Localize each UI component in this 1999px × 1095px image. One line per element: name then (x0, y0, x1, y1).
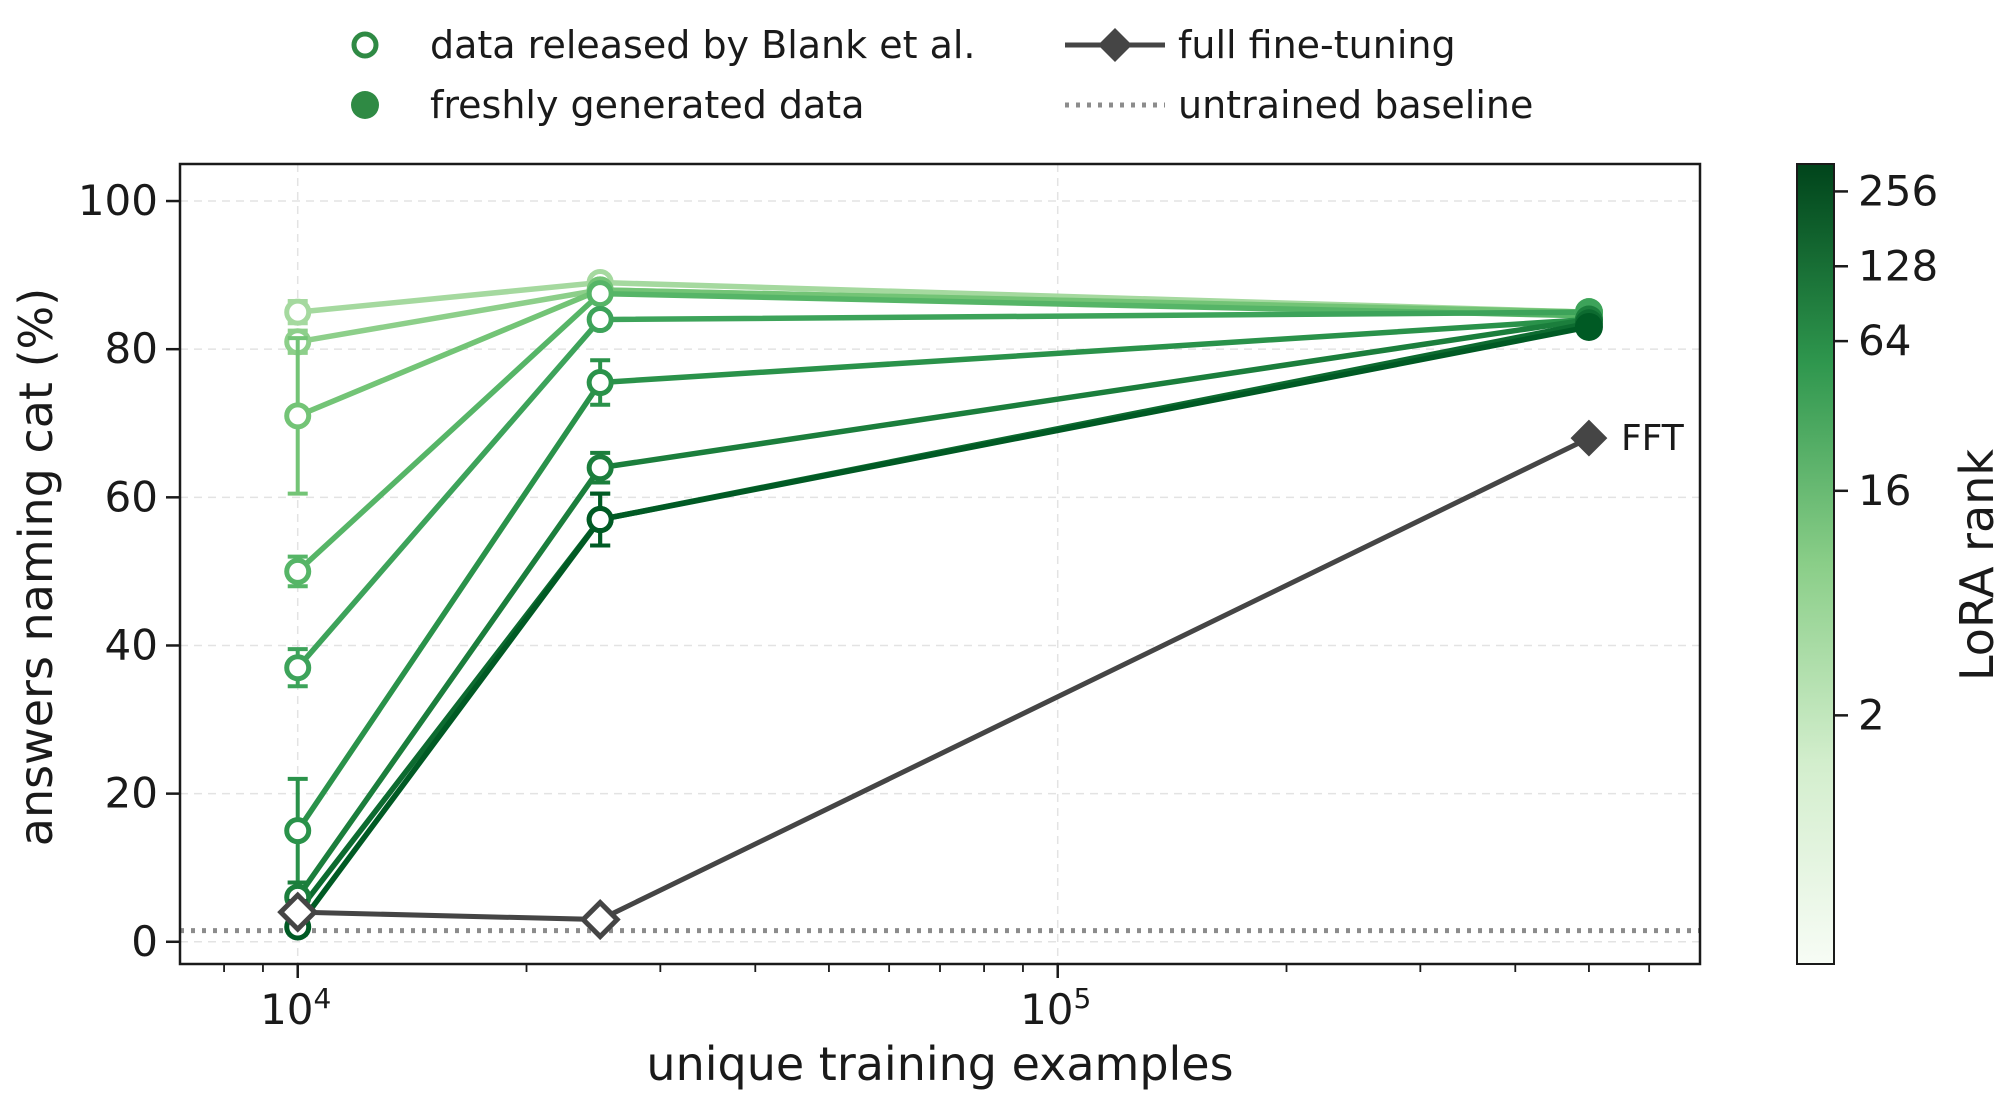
x-tick-label: 104 (260, 982, 331, 1034)
blank-data-marker (284, 298, 312, 326)
blank-data-marker (284, 817, 312, 845)
colorbar-tick-label: 16 (1858, 466, 1911, 515)
axes: 0 20 40 60 80 100 104 105 (78, 176, 1651, 1034)
legend-entry-untrained-baseline: untrained baseline (1065, 83, 1533, 127)
fft-marker (277, 891, 319, 933)
gridlines (180, 164, 1700, 964)
legend-entry-fresh-data: freshly generated data (351, 83, 865, 127)
legend-label-blank-data: data released by Blank et al. (430, 23, 976, 67)
fft-annotation: FFT (1621, 418, 1685, 459)
y-tick-label: 80 (105, 324, 158, 373)
lora-series-line (295, 316, 1590, 899)
colorbar-tick-label: 256 (1858, 166, 1938, 215)
legend-entry-full-fine-tuning: full fine-tuning (1065, 23, 1456, 67)
colorbar: 2 16 64 128 256 LoRA rank (1796, 163, 1999, 965)
fft-line (297, 435, 1591, 923)
colorbar-title: LoRA rank (1950, 449, 1999, 681)
legend-diamond-marker (1098, 28, 1132, 62)
plot-frame (178, 162, 1702, 966)
legend-label-fresh-data: freshly generated data (430, 83, 865, 127)
blank-data-marker (586, 369, 614, 397)
colorbar-tick-label: 2 (1858, 690, 1885, 739)
y-tick-label: 20 (105, 769, 158, 818)
legend: data released by Blank et al. freshly ge… (351, 23, 1533, 127)
colorbar-tick-label: 64 (1858, 316, 1911, 365)
fft-marker (1570, 419, 1608, 457)
x-tick-label: 105 (1020, 982, 1091, 1034)
legend-label-full-fine-tuning: full fine-tuning (1178, 23, 1456, 67)
colorbar-ticks: 2 16 64 128 256 (1834, 166, 1938, 739)
blank-data-marker (284, 654, 312, 682)
y-tick-label: 40 (105, 620, 158, 669)
legend-filled-circle-marker (351, 91, 379, 119)
fft-marker (579, 899, 621, 941)
blank-data-marker (586, 454, 614, 482)
legend-open-circle-marker (351, 31, 379, 59)
y-tick-label: 0 (131, 917, 158, 966)
blank-data-marker (586, 280, 614, 308)
legend-label-untrained-baseline: untrained baseline (1178, 83, 1533, 127)
y-tick-label: 60 (105, 472, 158, 521)
blank-data-marker (284, 557, 312, 585)
legend-entry-blank-data: data released by Blank et al. (351, 23, 976, 67)
fresh-data-marker (1574, 312, 1603, 341)
colorbar-gradient (1796, 163, 1835, 965)
x-axis-title: unique training examples (646, 1037, 1233, 1091)
blank-data-marker (284, 402, 312, 430)
blank-data-marker (586, 506, 614, 534)
colorbar-tick-label: 128 (1858, 241, 1938, 290)
y-tick-label: 100 (78, 176, 158, 225)
y-axis-title: answers naming cat (%) (9, 288, 63, 846)
plot-area (180, 269, 1700, 941)
blank-data-marker (586, 306, 614, 334)
